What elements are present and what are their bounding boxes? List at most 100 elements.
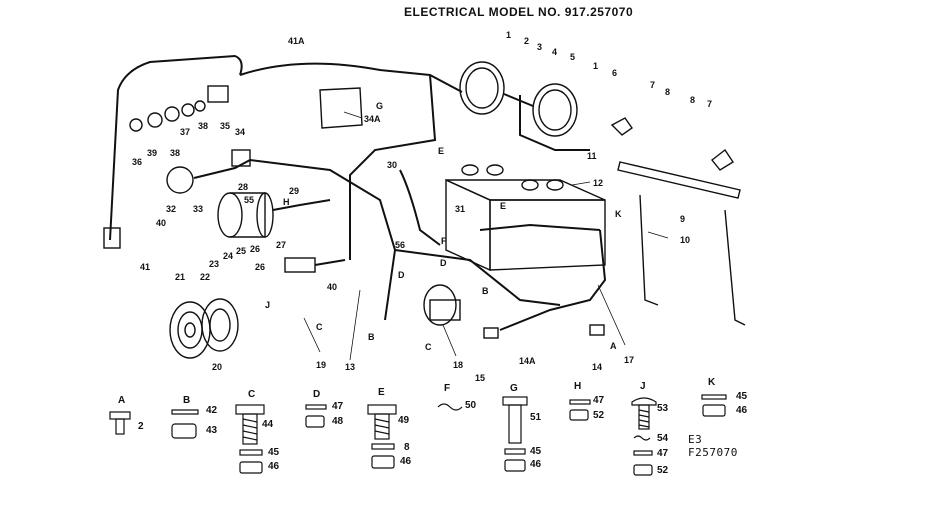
pulley-22 bbox=[201, 298, 239, 352]
group-g-part-2: 45 bbox=[530, 446, 542, 457]
washer-37 bbox=[181, 103, 195, 117]
nut-38 bbox=[194, 100, 206, 112]
group-c-letter: C bbox=[248, 389, 256, 400]
callout-13: 13 bbox=[345, 362, 356, 372]
page-title: ELECTRICAL MODEL NO. 917.257070 bbox=[404, 5, 634, 19]
callout-41a: 41A bbox=[288, 36, 305, 46]
group-j-part-3: 47 bbox=[657, 448, 669, 459]
battery-bracket bbox=[617, 161, 741, 199]
headlight-right bbox=[532, 83, 578, 137]
group-a-letter: A bbox=[118, 395, 126, 406]
group-j-part-2: 54 bbox=[657, 433, 669, 444]
wing-nut-2 bbox=[711, 148, 734, 171]
callout-2: 2 bbox=[524, 36, 530, 46]
hardware-g-nut bbox=[504, 459, 526, 472]
callout-f: F bbox=[441, 236, 447, 246]
hardware-h-nut bbox=[569, 409, 589, 421]
callout-10: 10 bbox=[680, 235, 691, 245]
cable-30 bbox=[399, 169, 441, 246]
callout-c2: C bbox=[425, 342, 432, 352]
callout-b2: B bbox=[368, 332, 375, 342]
group-c-part-3: 46 bbox=[268, 461, 280, 472]
leader-18 bbox=[442, 324, 457, 357]
callout-41: 41 bbox=[140, 262, 151, 272]
hardware-c-bolt bbox=[235, 404, 265, 445]
callout-3: 3 bbox=[537, 42, 543, 52]
switch-35 bbox=[207, 85, 229, 103]
callout-a: A bbox=[610, 341, 617, 351]
wire-starter bbox=[272, 199, 331, 211]
group-b-part-2: 43 bbox=[206, 425, 218, 436]
hardware-c-nut bbox=[239, 461, 263, 474]
group-e-part-2: 8 bbox=[404, 442, 410, 453]
pulley-21 bbox=[169, 301, 211, 359]
callout-40a: 40 bbox=[156, 218, 167, 228]
callout-6: 6 bbox=[612, 68, 618, 78]
callout-17: 17 bbox=[624, 355, 635, 365]
cable-17 bbox=[499, 229, 607, 331]
wire-loom-lower bbox=[394, 249, 561, 306]
hardware-d-washer bbox=[305, 404, 327, 410]
hardware-b-washer bbox=[171, 409, 199, 415]
callout-11: 11 bbox=[587, 151, 597, 161]
callout-4: 4 bbox=[552, 47, 558, 57]
callout-22: 22 bbox=[200, 272, 211, 282]
callout-33: 33 bbox=[193, 204, 204, 214]
callout-1b: 1 bbox=[593, 61, 599, 71]
callout-9: 9 bbox=[680, 214, 686, 224]
hardware-j-nut bbox=[633, 464, 653, 476]
callout-14a: 14A bbox=[519, 356, 536, 366]
callout-23: 23 bbox=[209, 259, 220, 269]
connector-34 bbox=[231, 149, 251, 167]
callout-18: 18 bbox=[453, 360, 464, 370]
hardware-j-washer bbox=[633, 450, 653, 456]
hardware-c-lockwasher bbox=[239, 449, 263, 456]
callout-h: H bbox=[283, 197, 290, 207]
callout-d1: D bbox=[440, 258, 447, 268]
group-h-letter: H bbox=[574, 381, 582, 392]
group-k-letter: K bbox=[708, 377, 716, 388]
wire-to-battery bbox=[349, 74, 437, 260]
wire-to-right-headlight bbox=[503, 93, 534, 107]
starter-motor bbox=[217, 192, 274, 238]
group-f-part-1: 50 bbox=[465, 400, 477, 411]
callout-8a: 8 bbox=[665, 87, 671, 97]
hardware-d-nut bbox=[305, 415, 325, 428]
callout-38a: 38 bbox=[170, 148, 181, 158]
hold-down-rod-right bbox=[724, 209, 746, 326]
leader-19 bbox=[303, 317, 321, 353]
callout-d2: D bbox=[398, 270, 405, 280]
group-e-part-1: 49 bbox=[398, 415, 410, 426]
callout-27: 27 bbox=[276, 240, 287, 250]
callout-b1: B bbox=[482, 286, 489, 296]
hardware-a-screw bbox=[109, 411, 131, 435]
callout-14: 14 bbox=[592, 362, 603, 372]
group-h-part-1: 47 bbox=[593, 395, 605, 406]
key-switch bbox=[166, 166, 194, 194]
washer-39 bbox=[147, 112, 163, 128]
callout-c1: C bbox=[316, 322, 323, 332]
callout-30: 30 bbox=[387, 160, 398, 170]
callout-20: 20 bbox=[212, 362, 223, 372]
washer-36 bbox=[129, 118, 143, 132]
leader-17 bbox=[597, 284, 626, 346]
hardware-e-nut bbox=[371, 455, 395, 469]
connector-41 bbox=[103, 227, 121, 249]
callout-39: 39 bbox=[147, 148, 158, 158]
hardware-j-screw bbox=[631, 397, 657, 430]
callout-31: 31 bbox=[455, 204, 466, 214]
group-b-part-1: 42 bbox=[206, 405, 218, 416]
group-k-part-2: 46 bbox=[736, 405, 748, 416]
callout-7a: 7 bbox=[650, 80, 656, 90]
group-c-part-1: 44 bbox=[262, 419, 274, 430]
hardware-e-washer bbox=[371, 443, 395, 450]
hardware-e-bolt bbox=[367, 404, 397, 440]
callout-8b: 8 bbox=[690, 95, 696, 105]
group-a-part-1: 2 bbox=[138, 421, 144, 432]
hardware-g-bolt bbox=[502, 396, 528, 444]
wire-loom-13 bbox=[249, 159, 397, 321]
hardware-h-washer bbox=[569, 399, 591, 405]
washer-38 bbox=[164, 106, 180, 122]
wire-to-bracket bbox=[314, 259, 346, 266]
